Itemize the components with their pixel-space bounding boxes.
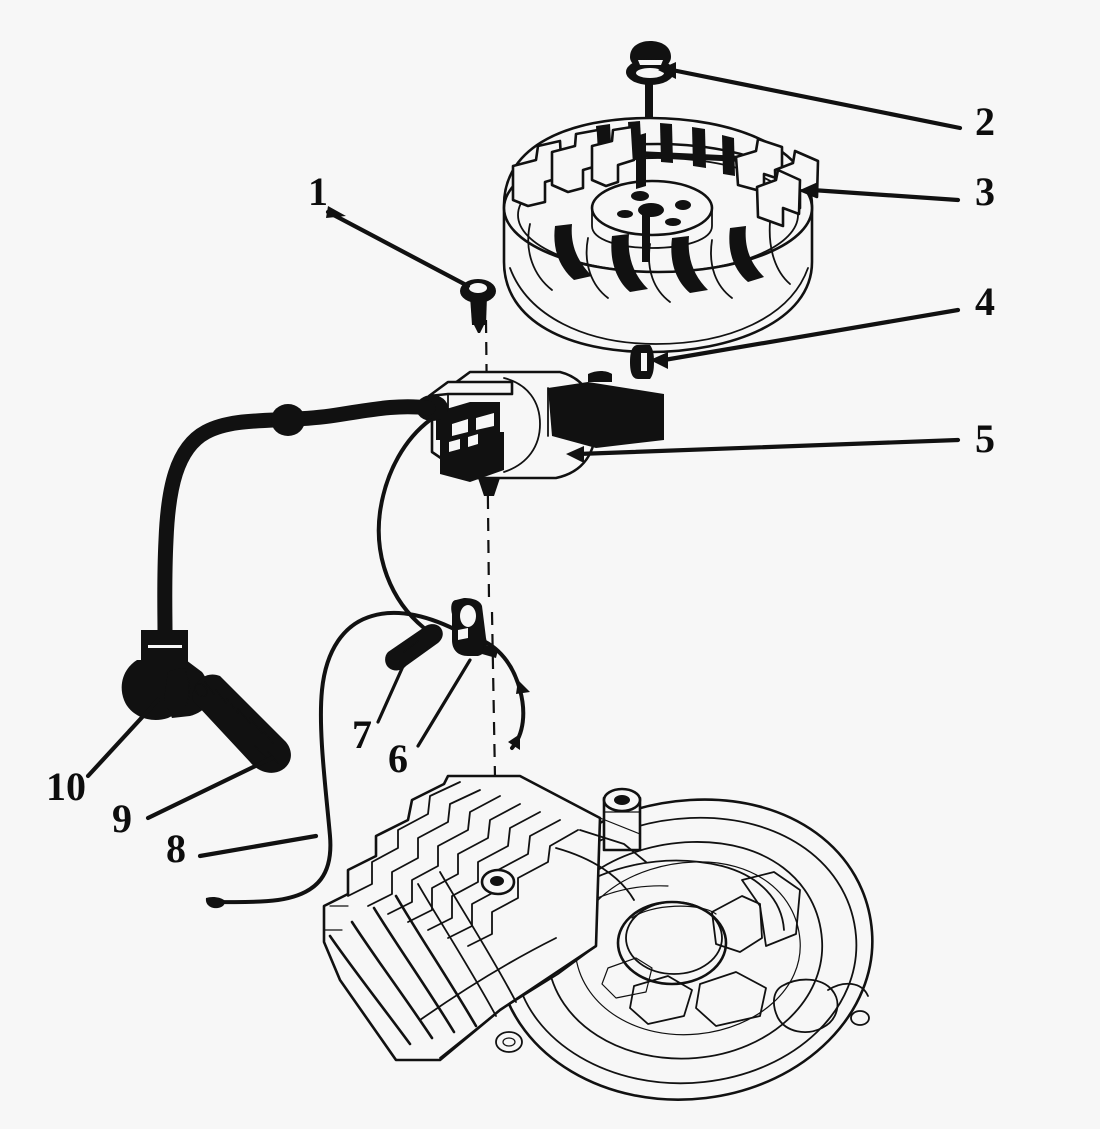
callout-number-9: 9 — [112, 796, 132, 841]
callout-number-5: 5 — [975, 416, 995, 461]
callout-label: 1 — [308, 169, 328, 214]
callout-label: 3 — [975, 169, 995, 214]
spark-plug — [192, 674, 291, 773]
callout-label: 6 — [388, 736, 408, 781]
callout-label: 8 — [166, 826, 186, 871]
kill-switch-lead — [205, 610, 464, 909]
fan-inner-vane-outlines — [527, 221, 791, 303]
callout-label: 5 — [975, 416, 995, 461]
callout-label: 2 — [975, 99, 995, 144]
callout-number-10: 10 — [46, 764, 86, 809]
callout-label: 4 — [975, 279, 995, 324]
flywheel-key — [630, 345, 654, 379]
callout-number-6: 6 — [388, 736, 408, 781]
callout-label: 10 — [46, 764, 86, 809]
fan-inner-vanes — [554, 224, 764, 293]
fan-blade-row-left — [511, 125, 636, 208]
callout-leaders — [85, 62, 963, 859]
engine-block-assembly — [322, 774, 874, 1101]
cylinder-head — [322, 774, 647, 1062]
callout-number-8: 8 — [166, 826, 186, 871]
ignition-coil — [416, 370, 664, 496]
ground-wire-terminal — [451, 598, 498, 658]
callout-number-2: 2 — [975, 99, 995, 144]
coil-primary-lead — [376, 418, 530, 750]
callout-number-7: 7 — [352, 712, 372, 757]
callout-label: 7 — [352, 712, 372, 757]
flywheel-nut — [626, 41, 674, 118]
head-fin-contours — [328, 871, 517, 1046]
callout-label: 9 — [112, 796, 132, 841]
coil-screw — [385, 624, 443, 671]
high-tension-lead — [157, 399, 436, 640]
flywheel-fan — [502, 116, 820, 354]
callout-number-3: 3 — [975, 169, 995, 214]
callout-number-1: 1 — [308, 169, 328, 214]
callout-number-4: 4 — [975, 279, 995, 324]
